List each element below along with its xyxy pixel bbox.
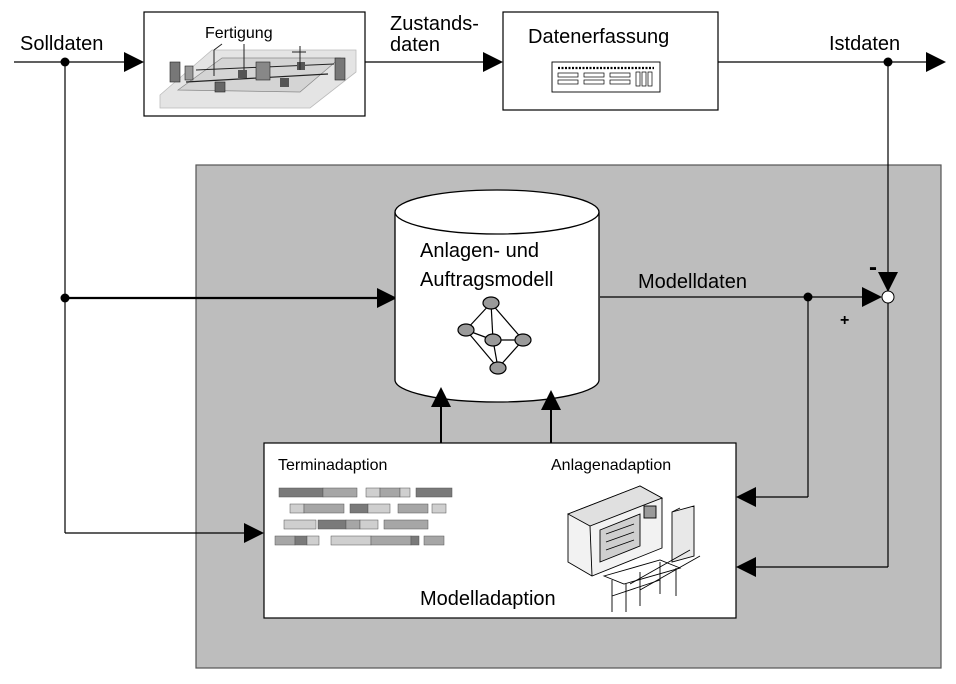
- machine-tool-icon: [566, 485, 701, 612]
- terminadaption-label: Terminadaption: [278, 457, 387, 474]
- datenerfassung-label: Datenerfassung: [528, 26, 669, 48]
- anlagenadaption-label: Anlagenadaption: [551, 457, 671, 474]
- minus-sign: -: [869, 254, 877, 281]
- factory-layout-icon: [159, 43, 357, 109]
- fertigung-label: Fertigung: [205, 25, 273, 42]
- model-label-1: Anlagen- und: [420, 240, 539, 262]
- datenerfassung-box: [502, 11, 719, 111]
- modelladaption-label: Modelladaption: [420, 588, 556, 610]
- modelldaten-label: Modelldaten: [638, 271, 747, 293]
- istdaten-label: Istdaten: [829, 33, 900, 55]
- comparator: [881, 290, 895, 304]
- plus-sign: +: [840, 312, 849, 329]
- network-graph-icon: [457, 296, 532, 375]
- solldaten-label: Solldaten: [20, 33, 103, 55]
- model-label-2: Auftragsmodell: [420, 269, 553, 291]
- zustandsdaten-label-2: daten: [390, 34, 440, 56]
- data-terminal-icon: [551, 61, 661, 93]
- gantt-chart-icon: [274, 487, 453, 546]
- zustandsdaten-label-1: Zustands-: [390, 13, 479, 35]
